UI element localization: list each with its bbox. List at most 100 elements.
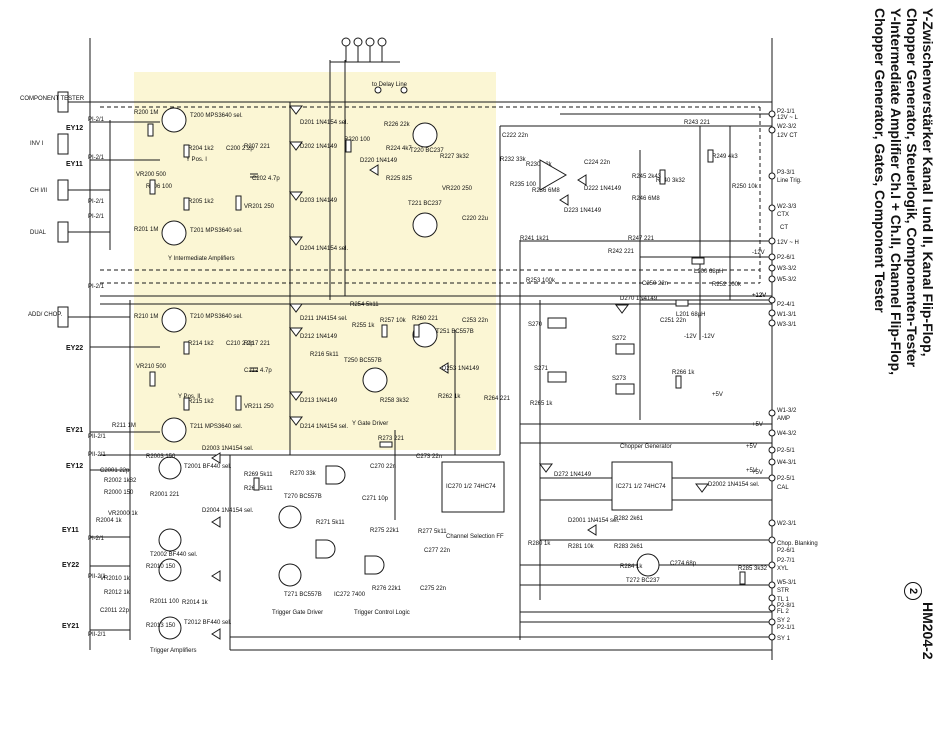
cap-c220: C220 22u (462, 216, 488, 222)
switch-dual[interactable] (57, 221, 69, 243)
pin-pi-3: PI-2/1 (88, 199, 105, 205)
svg-text:P2-7/1: P2-7/1 (777, 558, 795, 564)
res-r204: R204 1k2 (188, 146, 214, 152)
svg-text:W1-3/2: W1-3/2 (777, 408, 797, 414)
res-r281: R281 10k (568, 544, 595, 550)
res-r258: R258 3k32 (380, 398, 410, 404)
res-r282: R282 2k61 (614, 516, 644, 522)
svg-text:FL 2: FL 2 (777, 609, 789, 615)
relay-s270: S270 (528, 322, 543, 328)
res-r255: R255 1k (352, 323, 375, 329)
transistor-t270 (278, 505, 302, 529)
pin-pii-3: PII-2/1 (88, 574, 106, 580)
res-r285: R285 3k32 (738, 566, 768, 572)
diode-d272: D2002 1N4154 sel. (708, 482, 760, 488)
right-connector-11: W3-3/1 (768, 319, 797, 328)
res-r240: R240 3k32 (656, 178, 686, 184)
res-r273: R273 221 (378, 436, 405, 442)
input-ey12-top: EY12 (66, 125, 83, 132)
res-r211: R211 1M (112, 423, 136, 429)
svg-text:P3-3/1: P3-3/1 (777, 170, 795, 176)
res-r257: R257 10k (380, 318, 407, 324)
cap-c224: C224 22n (584, 160, 610, 166)
res-r2004: R2004 1k (96, 518, 123, 524)
rail-minus12-a: -12V (684, 334, 697, 340)
label-chopper-generator: Chopper Generator (620, 444, 672, 450)
transistor-t220 (412, 122, 438, 148)
res-r2010: R2010 150 (146, 564, 176, 570)
transistor-label-t272: T272 BC237 (626, 578, 660, 584)
transistor-label-t210: T210 MPS3640 sel. (190, 314, 243, 320)
res-r245: R245 2k43 (632, 174, 662, 180)
diode-d251: D253 1N4149 (442, 366, 480, 372)
label-trigger-amplifiers: Trigger Amplifiers (150, 648, 196, 654)
res-r2013: R2013 150 (146, 623, 176, 629)
switch-inv-1[interactable] (57, 133, 69, 155)
input-ey11-top: EY11 (66, 161, 83, 168)
input-ey12-bottom: EY12 (66, 463, 83, 470)
transistor-t200 (161, 107, 187, 133)
ic-label-ic270: IC270 1/2 74HC74 (446, 484, 496, 490)
right-connector-22: TL 1 P2-8/1 (768, 594, 795, 609)
res-r230: R230 12k (526, 162, 553, 168)
res-r264: R264 221 (484, 396, 511, 402)
svg-text:P2-5/1: P2-5/1 (777, 476, 795, 482)
label-channel-selection: Channel Selection FF (446, 534, 504, 540)
transistor-group: T200 MPS3640 sel. T201 MPS3640 sel. T210… (150, 107, 660, 640)
page-number: 2 (904, 582, 922, 600)
transistor-t211 (161, 417, 187, 443)
svg-text:P2-1/1: P2-1/1 (777, 625, 795, 631)
svg-text:STR: STR (777, 588, 790, 594)
cap-c222: C222 22n (502, 133, 528, 139)
res-r247: R247 221 (628, 236, 655, 242)
res-r236: R236 6M8 (532, 188, 560, 194)
transistor-label-t220: T220 BC237 (410, 148, 444, 154)
diode-d252: D270 1N4149 (620, 296, 658, 302)
res-r250: R250 10k (732, 184, 759, 190)
res-r2012: R2012 1k (104, 590, 131, 596)
svg-text:CTX: CTX (777, 212, 789, 218)
res-r235: R235 100 (510, 182, 537, 188)
right-connector-25: SY 1 (768, 633, 791, 642)
cap-c2011: C2011 22p (100, 608, 130, 614)
diode-d203: D203 1N4149 (300, 198, 338, 204)
pin-pii-1: PII-2/1 (88, 434, 106, 440)
svg-text:P2-6/1: P2-6/1 (777, 255, 795, 261)
resistor-group: R200 1M R201 1M R204 1k2 R205 1k2 R206 1… (96, 110, 768, 629)
svg-text:XYL: XYL (777, 566, 789, 572)
rail-plus5-a: +5V (712, 392, 723, 398)
right-connector-17: P2-5/1 CAL (768, 474, 795, 491)
right-connector-5: 12V ~ H (768, 237, 799, 246)
switch-ch-1-2[interactable] (57, 179, 69, 201)
res-r265: R265 1k (530, 401, 553, 407)
res-r224: R224 4k7 (386, 146, 412, 152)
res-r207: R207 221 (244, 144, 271, 150)
res-r254: R254 5k11 (350, 302, 379, 308)
diode-d202: D202 1N4149 (300, 144, 338, 150)
cap-c271: C271 10p (362, 496, 389, 502)
svg-text:P2-4/1: P2-4/1 (777, 302, 795, 308)
pin-pii-2: PII-2/1 (88, 452, 106, 458)
transistor-label-t201: T201 MPS3640 sel. (190, 228, 243, 234)
label-trigger-gate-driver: Trigger Gate Driver (272, 610, 323, 616)
res-r280: R280 1k (528, 541, 551, 547)
pot-vr2000: VR2000 1k (108, 511, 139, 517)
svg-text:12V CT: 12V CT (777, 133, 798, 139)
res-r216: R216 5k11 (310, 352, 339, 358)
transistor-t2011 (158, 558, 182, 582)
switch-label-inv-1: INV I (30, 141, 44, 147)
pot-vr210: VR210 500 (136, 364, 167, 370)
res-r217: R217 221 (244, 341, 271, 347)
transistor-label-t250: T250 BC557B (344, 358, 382, 364)
switch-component-tester[interactable] (57, 91, 69, 113)
right-connector-0: P2-1/1 12V ~ L (768, 109, 799, 121)
right-connector-20: P2-7/1 XYL (768, 558, 795, 572)
transistor-label-t2012: T2012 BF440 sel. (184, 620, 232, 626)
res-r260: R260 221 (412, 316, 439, 322)
pin-pi-6: PI-2/1 (88, 536, 105, 542)
label-y-gate-driver: Y Gate Driver (352, 421, 388, 427)
pin-pi-4: PI-2/1 (88, 214, 105, 220)
res-r266: R266 1k (672, 370, 695, 376)
title-line-1: Y-Zwischenverstärker Kanal I und II, Kan… (920, 8, 936, 357)
